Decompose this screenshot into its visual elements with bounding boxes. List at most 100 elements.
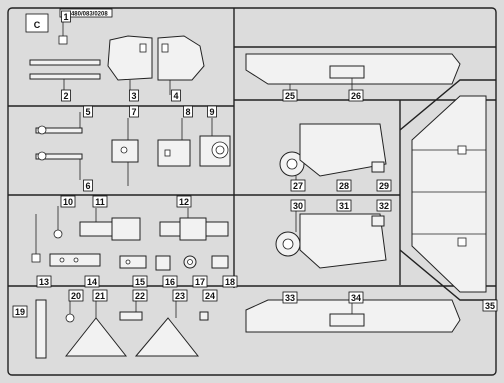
part-tag-10: 10 (60, 195, 76, 208)
part-number-label: 9 (209, 107, 214, 117)
part-number-label: 30 (293, 201, 303, 211)
part-19-shape (35, 299, 47, 359)
part-30-shape (275, 206, 301, 257)
part-5-shape (35, 112, 83, 135)
part-number-label: 23 (175, 291, 185, 301)
part-number-label: 14 (87, 277, 97, 287)
part-tag-box (192, 275, 208, 288)
part-tag-box (176, 195, 192, 208)
sprue-code: 82480/083/0208 (64, 12, 108, 18)
part-tag-box (336, 179, 352, 192)
part-number-label: 26 (351, 91, 361, 101)
part-number-label: 34 (351, 293, 361, 303)
part-tag-33: 33 (282, 291, 298, 304)
part-22-shape (119, 300, 143, 321)
part-tag-box (129, 105, 139, 118)
part-number-label: 19 (15, 307, 25, 317)
part-tag-18: 18 (222, 275, 238, 288)
sprue-letter-badge: C (25, 13, 49, 33)
part-tag-1: 1 (61, 10, 71, 23)
part-tag-box (336, 199, 352, 212)
part-tag-32: 32 (376, 199, 392, 212)
part-tag-16: 16 (162, 275, 178, 288)
part-tag-27: 27 (290, 179, 306, 192)
part-number-label: 8 (185, 107, 190, 117)
part-26-shape (329, 65, 365, 92)
part-number-label: 6 (85, 181, 90, 191)
part-tag-29: 29 (376, 179, 392, 192)
part-tag-6: 6 (83, 179, 93, 192)
part-tag-20: 20 (68, 289, 84, 302)
part-2-shape (29, 59, 101, 95)
part-tag-box (482, 299, 498, 312)
part-tag-box (172, 289, 188, 302)
part-tag-13: 13 (36, 275, 52, 288)
part-tag-23: 23 (172, 289, 188, 302)
part-tag-box (84, 275, 100, 288)
part-number-label: 32 (379, 201, 389, 211)
part-tag-box (376, 179, 392, 192)
part-number-label: 33 (285, 293, 295, 303)
part-13-shape (31, 214, 41, 263)
part-tag-25: 25 (282, 89, 298, 102)
part-tag-3: 3 (129, 89, 139, 102)
part-tag-box (92, 195, 108, 208)
part-tag-box (348, 89, 364, 102)
part-6-shape (35, 151, 83, 180)
part-tag-12: 12 (176, 195, 192, 208)
part-tag-box (282, 89, 298, 102)
part-number-label: 31 (339, 201, 349, 211)
part-17-shape (183, 255, 197, 269)
part-tag-17: 17 (192, 275, 208, 288)
part-tag-box (162, 275, 178, 288)
part-23-shape (134, 300, 200, 357)
part-29-shape (371, 161, 385, 173)
part-tag-5: 5 (83, 105, 93, 118)
part-28-shape (299, 123, 387, 177)
part-number-label: 3 (131, 91, 136, 101)
part-number-label: 20 (71, 291, 81, 301)
part-tag-box (83, 105, 93, 118)
part-number-label: 35 (485, 301, 495, 311)
part-tag-4: 4 (171, 89, 181, 102)
part-number-label: 10 (63, 197, 73, 207)
part-tag-22: 22 (132, 289, 148, 302)
part-number-label: 5 (85, 107, 90, 117)
part-tag-31: 31 (336, 199, 352, 212)
part-7-shape (111, 118, 139, 186)
sprue-letter: C (34, 20, 41, 30)
part-tag-box (132, 289, 148, 302)
part-32-shape (371, 215, 385, 227)
part-tag-28: 28 (336, 179, 352, 192)
part-14-shape (49, 253, 101, 267)
part-tag-box (61, 89, 71, 102)
part-3-shape (107, 35, 153, 95)
part-number-label: 12 (179, 197, 189, 207)
part-number-label: 4 (173, 91, 178, 101)
part-tag-26: 26 (348, 89, 364, 102)
part-number-label: 17 (195, 277, 205, 287)
part-number-label: 22 (135, 291, 145, 301)
part-31-shape (299, 213, 387, 269)
part-tag-box (207, 105, 217, 118)
part-tag-35: 35 (482, 299, 498, 312)
part-tag-box (68, 289, 84, 302)
part-tag-box (92, 289, 108, 302)
part-tag-box (222, 275, 238, 288)
part-number-label: 21 (95, 291, 105, 301)
part-number-label: 28 (339, 181, 349, 191)
part-number-label: 25 (285, 91, 295, 101)
part-tag-24: 24 (202, 289, 218, 302)
part-tag-box (290, 199, 306, 212)
part-tag-30: 30 (290, 199, 306, 212)
part-11-shape (79, 208, 141, 241)
part-tag-box (36, 275, 52, 288)
part-tag-19: 19 (12, 305, 28, 318)
part-number-label: 16 (165, 277, 175, 287)
part-tag-21: 21 (92, 289, 108, 302)
part-number-label: 2 (63, 91, 68, 101)
part-18-shape (211, 255, 229, 269)
part-24-shape (199, 311, 209, 321)
